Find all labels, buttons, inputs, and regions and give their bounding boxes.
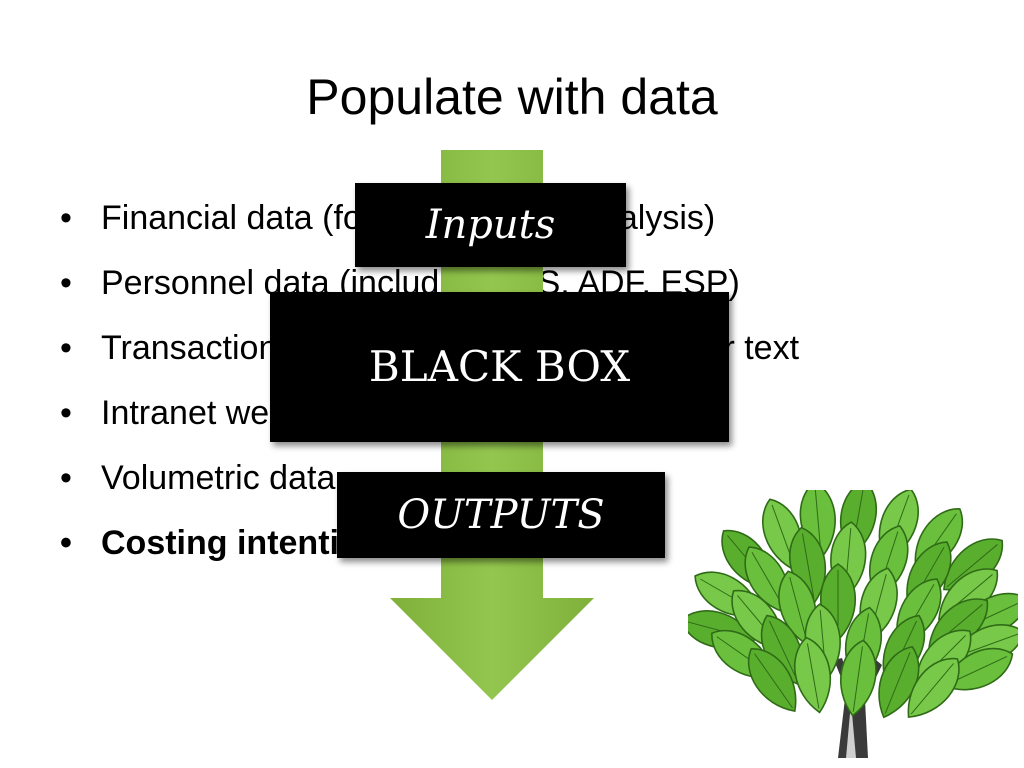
leaf <box>747 648 797 713</box>
tree-image <box>688 490 1018 758</box>
leaf <box>878 645 920 719</box>
leaf <box>793 636 832 714</box>
slide-title: Populate with data <box>306 69 718 125</box>
bullet-item: Volumetric data <box>58 446 799 511</box>
tree-leaves <box>688 490 1018 719</box>
inputs-box: Inputs <box>355 183 626 267</box>
outputs-box: OUTPUTS <box>337 472 665 558</box>
leaf <box>839 639 877 717</box>
black-box: BLACK BOX <box>270 292 729 442</box>
leaf <box>943 538 1004 591</box>
leaf <box>907 657 960 718</box>
